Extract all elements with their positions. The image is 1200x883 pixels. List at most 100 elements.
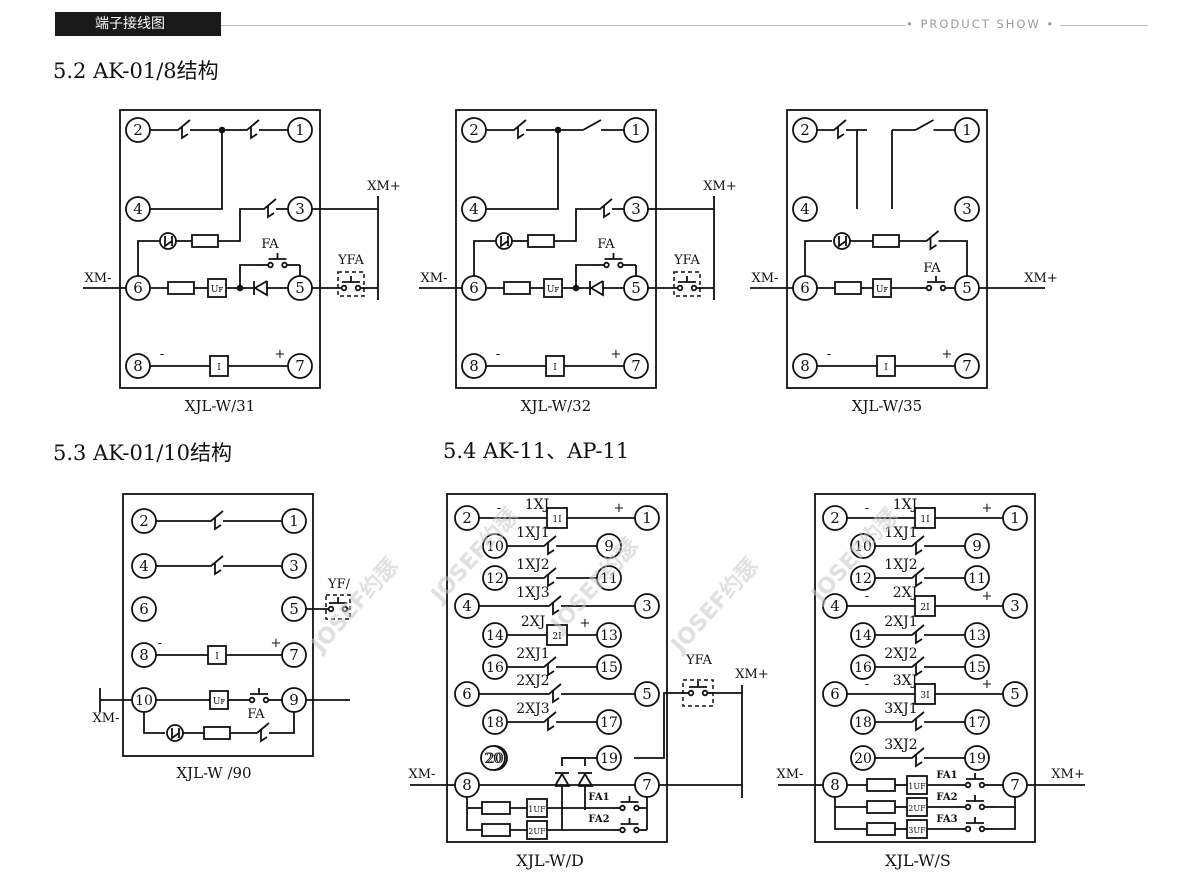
yfa-dashed-box: [325, 594, 351, 620]
resistor: [481, 801, 511, 815]
fa3-label: FA3: [936, 814, 957, 825]
fa1-button-pin: [633, 804, 640, 812]
plus-sign: +: [614, 501, 625, 516]
terminal-number: 10: [135, 693, 153, 709]
section-title-5-2: 5.2 AK-01/8结构: [53, 59, 219, 83]
terminal-number: 18: [854, 715, 872, 731]
product-show-label: • PRODUCT SHOW •: [906, 17, 1056, 31]
contact-label: 2XJ1: [884, 614, 917, 630]
terminal-number: 6: [800, 279, 810, 297]
wire: [486, 130, 559, 210]
coil-box-1i-text: 1I: [552, 515, 562, 525]
terminal-number: 6: [139, 600, 149, 618]
nc-contact: [922, 230, 940, 242]
terminal-number: 5: [1010, 685, 1020, 703]
wire: [143, 712, 165, 734]
resistor: [872, 234, 900, 248]
terminal-number: 13: [600, 628, 618, 644]
terminal-number: 3: [962, 200, 972, 218]
yfa-button-pin: [354, 284, 362, 292]
wire: [554, 208, 592, 242]
wire: [834, 797, 867, 830]
plus-sign: +: [580, 616, 591, 631]
resistor: [203, 726, 231, 740]
model-label: XJL-W/35: [852, 397, 922, 415]
contact-label: 3XJ1: [884, 701, 917, 717]
coil-box-2i-text: 2I: [552, 632, 562, 642]
relay-frame: [446, 493, 668, 843]
nc-contact-2: [156, 555, 224, 567]
contact-label: 1XJ2: [884, 557, 917, 573]
terminal-number: 2: [830, 509, 840, 527]
relay-frame: [786, 109, 988, 389]
contact-3xj1-blade: [915, 718, 923, 732]
yfa-label: YFA: [337, 253, 364, 268]
current-coil-box-text: I: [884, 363, 888, 373]
wire: [466, 797, 482, 831]
xm-minus-label: XM-: [93, 711, 120, 726]
contact-2xj3: [507, 711, 557, 723]
terminal-number: 16: [854, 660, 872, 676]
plus-sign: +: [942, 347, 953, 362]
terminal-number: 20: [854, 751, 872, 767]
header-divider-right: [1060, 25, 1148, 26]
contact-2xj2-blade: [552, 690, 560, 704]
terminal-number: 5: [631, 279, 641, 297]
uf-box-text: Uꜰ: [876, 285, 889, 295]
fa3-button-pin: [978, 825, 986, 833]
yfa-dashed-box: [673, 271, 701, 297]
current-coil-box-text: I: [217, 363, 221, 373]
yfa-button-pin: [340, 284, 348, 292]
terminal-number: 11: [600, 571, 618, 587]
yfa-button-pin: [327, 605, 335, 613]
terminal-6: [131, 596, 157, 622]
fa2-button-pin: [633, 826, 640, 834]
contact-label: 1XJ2: [516, 557, 549, 573]
nc-contact-3: [256, 198, 277, 210]
model-label: XJL-W/32: [521, 397, 591, 415]
minus-sign: -: [865, 501, 869, 516]
xm-plus-label: XM+: [735, 667, 768, 682]
contact-2xj1: [507, 656, 557, 668]
watermark-text: JOSEF约瑟: [305, 553, 404, 659]
coil-label: 1XJ: [525, 497, 550, 513]
terminal-number: 1: [962, 121, 972, 139]
terminal-number: 8: [139, 646, 149, 664]
terminal-number: 11: [968, 571, 986, 587]
contact-2xj1: [875, 624, 925, 636]
plus-sign: +: [982, 501, 993, 516]
lamp-icon: [833, 232, 851, 250]
minus-sign: -: [160, 347, 164, 362]
fa2-button-pin: [619, 826, 626, 834]
xm-minus-label: XM-: [421, 271, 448, 286]
nc-contact: [156, 510, 224, 522]
wire: [137, 240, 160, 276]
terminal-number: 20: [486, 751, 504, 767]
fa1-label: FA1: [936, 770, 957, 781]
contact-label: 1XJ3: [516, 585, 549, 601]
xm-minus-label: XM-: [85, 271, 112, 286]
terminal-number: 6: [462, 685, 472, 703]
contact-1xj1: [875, 535, 925, 547]
fa3-button-pin: [964, 825, 972, 833]
section-title-5-3: 5.3 AK-01/10结构: [53, 441, 233, 465]
fa-button-pin: [248, 696, 256, 704]
terminal-number: 1: [295, 121, 305, 139]
contact-1xj2-blade: [547, 574, 555, 588]
terminal-number: 2: [133, 121, 143, 139]
lamp-icon: [159, 232, 177, 250]
lamp-icon: [495, 232, 513, 250]
resistor: [503, 281, 531, 295]
wire: [278, 712, 295, 734]
contact-label: 2XJ1: [516, 646, 549, 662]
coil-box-1i-text: 1I: [920, 515, 930, 525]
terminal-number: 13: [968, 628, 986, 644]
uf-box-2-text: 2UF: [908, 804, 926, 813]
nc-contact-blade: [181, 126, 189, 140]
terminal-number: 4: [469, 200, 479, 218]
coil-box-2i-text: 2I: [920, 603, 930, 613]
terminal-number: 3: [295, 200, 305, 218]
resistor: [866, 822, 896, 836]
xm-plus-label: XM+: [1024, 271, 1057, 286]
